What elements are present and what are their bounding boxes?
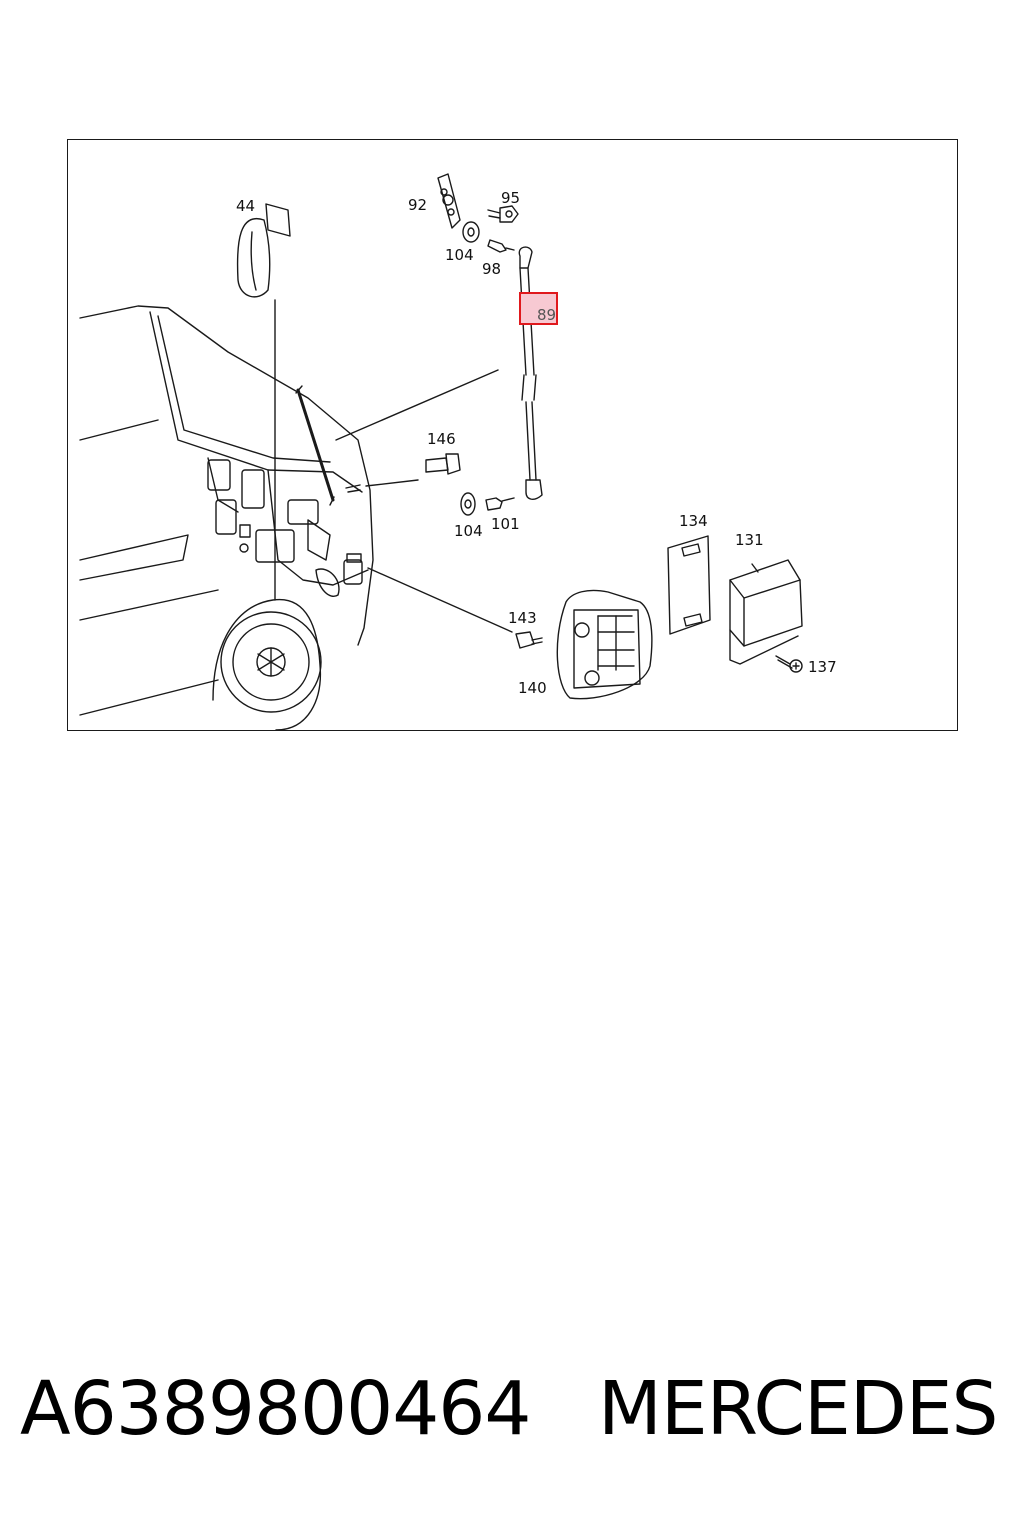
label-134: 134 (679, 512, 708, 530)
label-104-lower: 104 (454, 522, 483, 540)
part-104-washer-upper (462, 221, 480, 243)
label-89: 89 (537, 306, 556, 324)
part-101-stud (485, 497, 515, 511)
label-137: 137 (808, 658, 837, 676)
label-140: 140 (518, 679, 547, 697)
part-104-washer-lower (460, 492, 476, 516)
label-44: 44 (236, 197, 255, 215)
part-131-block (729, 559, 803, 665)
highlight-box (519, 292, 558, 325)
label-146: 146 (427, 430, 456, 448)
label-95: 95 (501, 189, 520, 207)
van-body (79, 305, 374, 730)
label-101: 101 (491, 515, 520, 533)
part-140-cover (556, 589, 653, 700)
part-92-bracket (437, 173, 461, 229)
part-134-plate (667, 535, 711, 635)
part-95-bolt (487, 205, 519, 223)
label-104-upper: 104 (445, 246, 474, 264)
part-number: A6389800464 (20, 1366, 531, 1452)
part-146-screw (365, 453, 461, 487)
part-137-screw (775, 655, 803, 673)
exploded-view-drawing: 44 92 95 104 98 89 146 104 101 134 131 1… (79, 173, 837, 730)
parts-diagram: 44 92 95 104 98 89 146 104 101 134 131 1… (67, 139, 958, 731)
part-44-strap (236, 203, 291, 601)
label-92: 92 (408, 196, 427, 214)
label-143: 143 (508, 609, 537, 627)
label-98: 98 (482, 260, 501, 278)
part-143-screw (367, 567, 543, 649)
part-89-gas-strut (335, 246, 543, 500)
brand-name: MERCEDES (598, 1366, 998, 1452)
part-98-stud (487, 239, 515, 253)
label-131: 131 (735, 531, 764, 549)
caption: A6389800464 MERCEDES (20, 1366, 1010, 1476)
